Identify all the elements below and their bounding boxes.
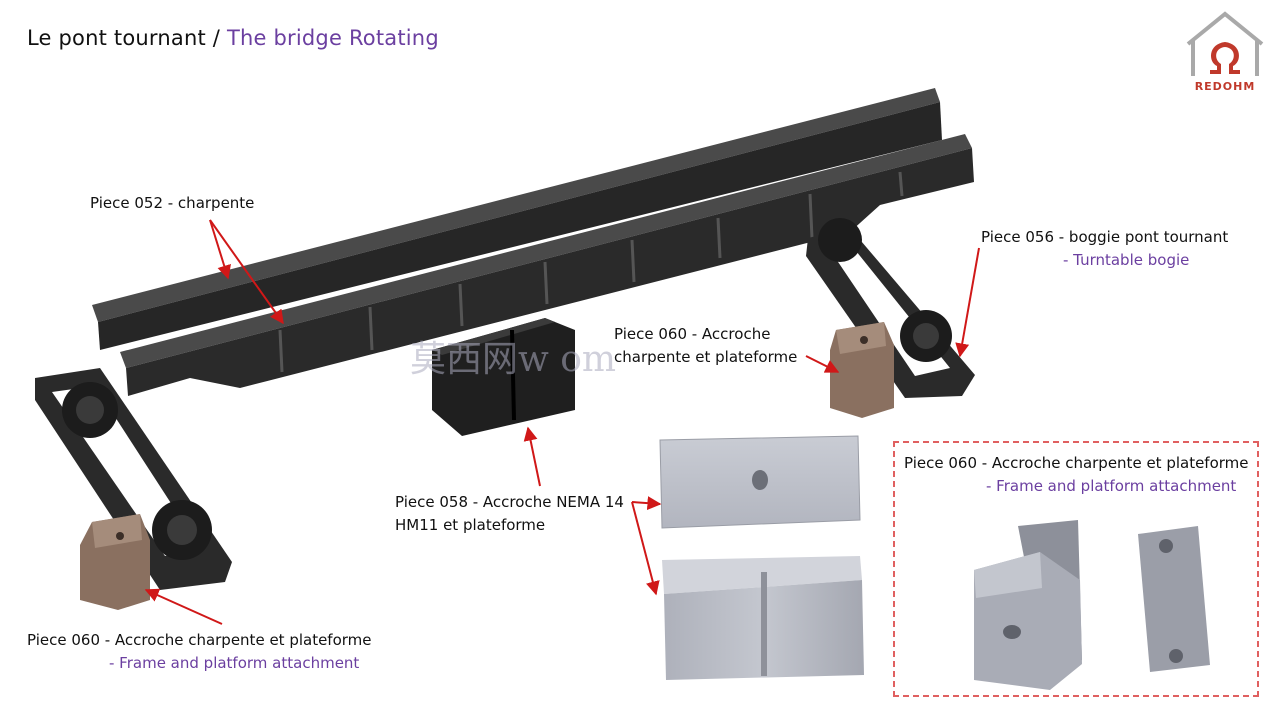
left-turntable-bogie: [35, 368, 232, 590]
label-piece-060-top-line2: charpente et plateforme: [614, 348, 798, 366]
label-piece-056: Piece 056 - boggie pont tournant - Turnt…: [981, 226, 1228, 272]
label-piece-060-bottom-line1: Piece 060 - Accroche charpente et platef…: [27, 631, 372, 649]
frame-beam-front: [120, 134, 974, 396]
label-piece-060-box-line1: Piece 060 - Accroche charpente et platef…: [904, 454, 1249, 472]
detail-box: [893, 441, 1259, 697]
label-piece-058: Piece 058 - Accroche NEMA 14 HM11 et pla…: [395, 491, 624, 537]
omega-house-icon: [1186, 11, 1264, 76]
logo-text: REDOHM: [1194, 80, 1256, 93]
label-piece-060-top: Piece 060 - Accroche charpente et platef…: [614, 323, 797, 369]
label-piece-058-line1: Piece 058 - Accroche NEMA 14: [395, 493, 624, 511]
grey-plate: [659, 435, 861, 529]
title-french: Le pont tournant /: [27, 26, 221, 50]
label-piece-060-box: Piece 060 - Accroche charpente et platef…: [904, 452, 1249, 498]
label-piece-060-box-sub: - Frame and platform attachment: [986, 477, 1237, 495]
page-title: Le pont tournant / The bridge Rotating: [27, 26, 439, 50]
label-piece-058-line2: HM11 et plateforme: [395, 516, 546, 534]
callout-arrows: [144, 219, 980, 625]
label-piece-060-top-line1: Piece 060 - Accroche: [614, 325, 771, 343]
attachment-060-right: [830, 322, 894, 418]
label-piece-056-text: Piece 056 - boggie pont tournant: [981, 228, 1229, 246]
right-turntable-bogie: [806, 218, 975, 398]
frame-beam-back: [92, 88, 942, 350]
attachment-060-detail-bracket: [974, 520, 1082, 690]
label-piece-052-text: Piece 052 - charpente: [90, 194, 255, 212]
label-piece-052: Piece 052 - charpente: [90, 192, 254, 215]
attachment-060-detail-plate: [1138, 526, 1210, 672]
label-piece-060-bottom: Piece 060 - Accroche charpente et platef…: [27, 629, 372, 675]
block-058: [432, 318, 575, 436]
redohm-logo: REDOHM: [1184, 10, 1266, 96]
title-english: The bridge Rotating: [226, 26, 439, 50]
label-piece-056-sub: - Turntable bogie: [1063, 251, 1190, 269]
watermark: 莫西网w om: [410, 339, 617, 380]
grey-block: [662, 556, 864, 680]
attachment-060-left: [80, 514, 150, 610]
label-piece-060-bottom-sub: - Frame and platform attachment: [109, 654, 360, 672]
